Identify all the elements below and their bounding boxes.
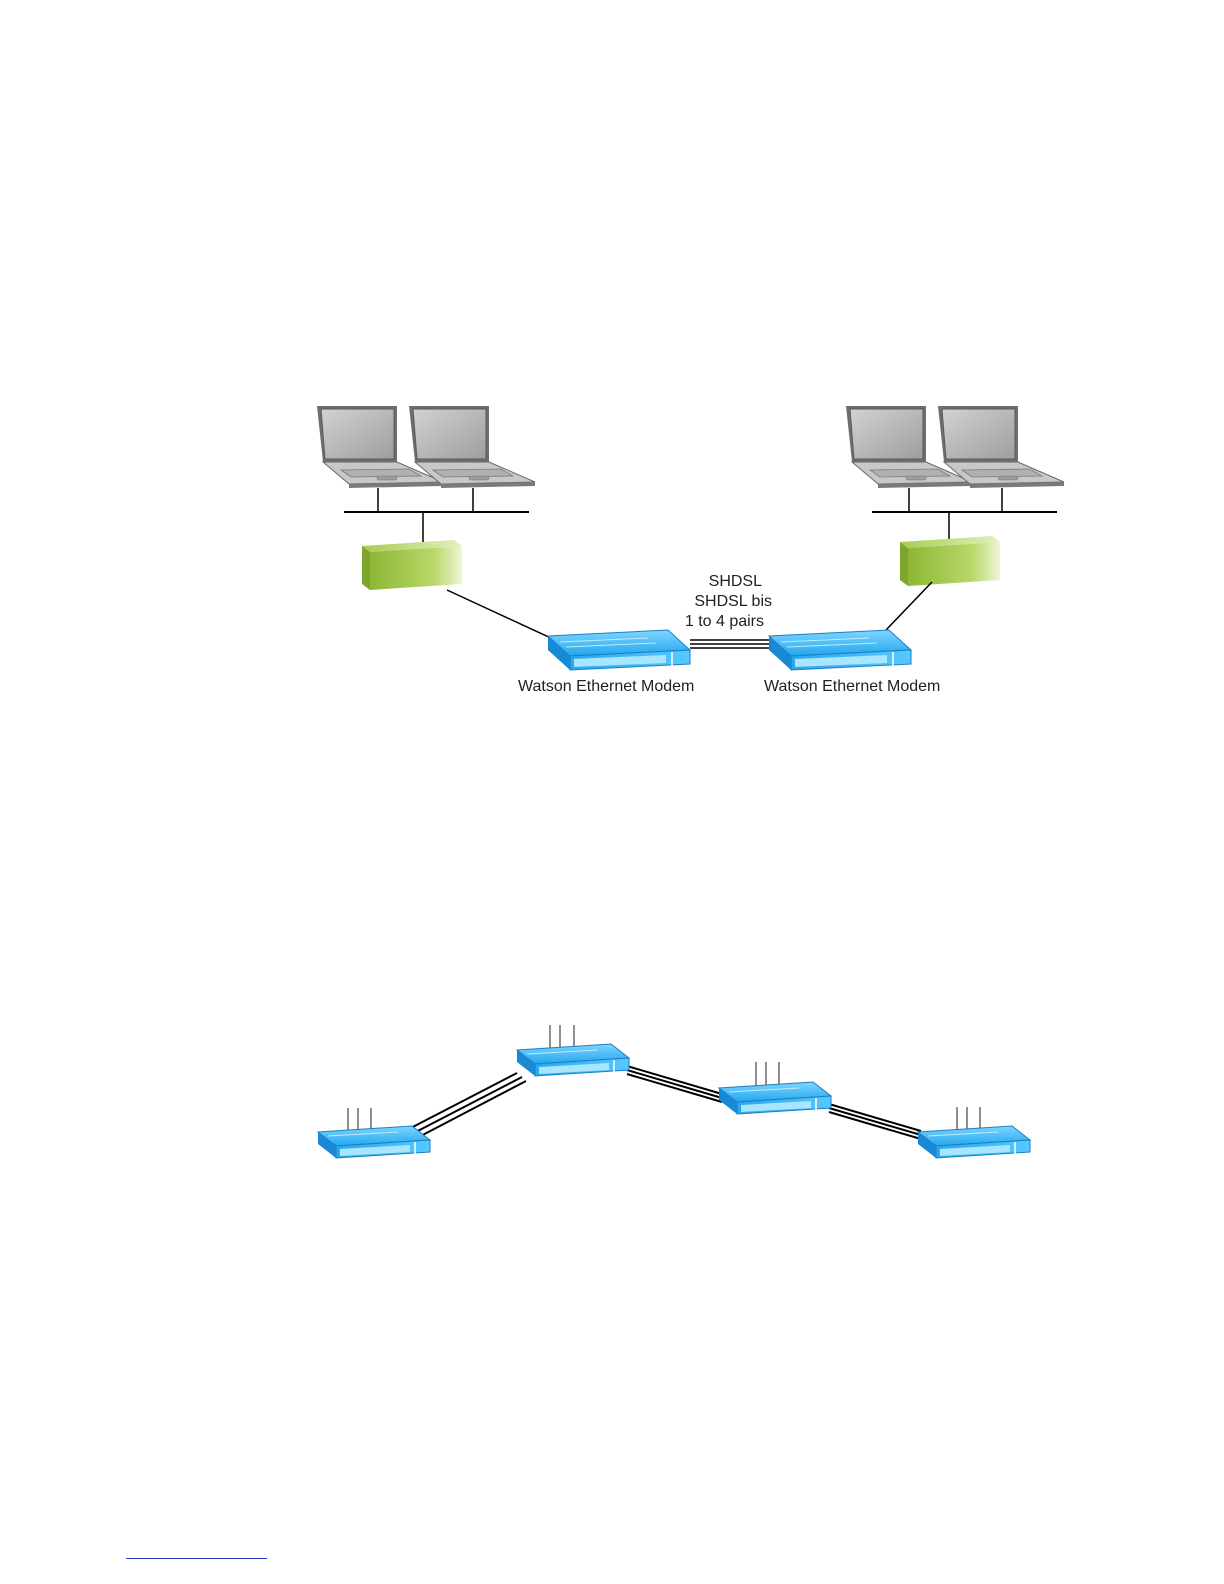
modem-icon — [517, 1044, 629, 1076]
link-3-4 — [829, 1104, 921, 1139]
modem-icon — [719, 1082, 831, 1114]
modem-right-label: Watson Ethernet Modem — [764, 677, 942, 697]
modem-icon — [318, 1126, 430, 1158]
link-2-3 — [627, 1066, 722, 1102]
modem-icon — [769, 630, 911, 670]
shdsl-link — [690, 640, 772, 648]
modem-icon — [918, 1126, 1030, 1158]
link-label-shdsl: SHDSL — [680, 572, 762, 592]
link-1-2 — [405, 1073, 526, 1139]
footer-rule — [126, 1558, 267, 1559]
router-to-modem-line — [447, 590, 553, 639]
router-icon — [900, 536, 1000, 586]
router-icon — [362, 540, 462, 590]
modem-icon — [548, 630, 690, 670]
link-label-shdsl-bis: SHDSL bis — [680, 592, 772, 612]
modem-left-label: Watson Ethernet Modem — [518, 677, 694, 697]
router-to-modem-line — [886, 582, 932, 630]
bottom-diagram — [318, 1025, 1030, 1158]
link-label-pairs: 1 to 4 pairs — [680, 612, 764, 632]
